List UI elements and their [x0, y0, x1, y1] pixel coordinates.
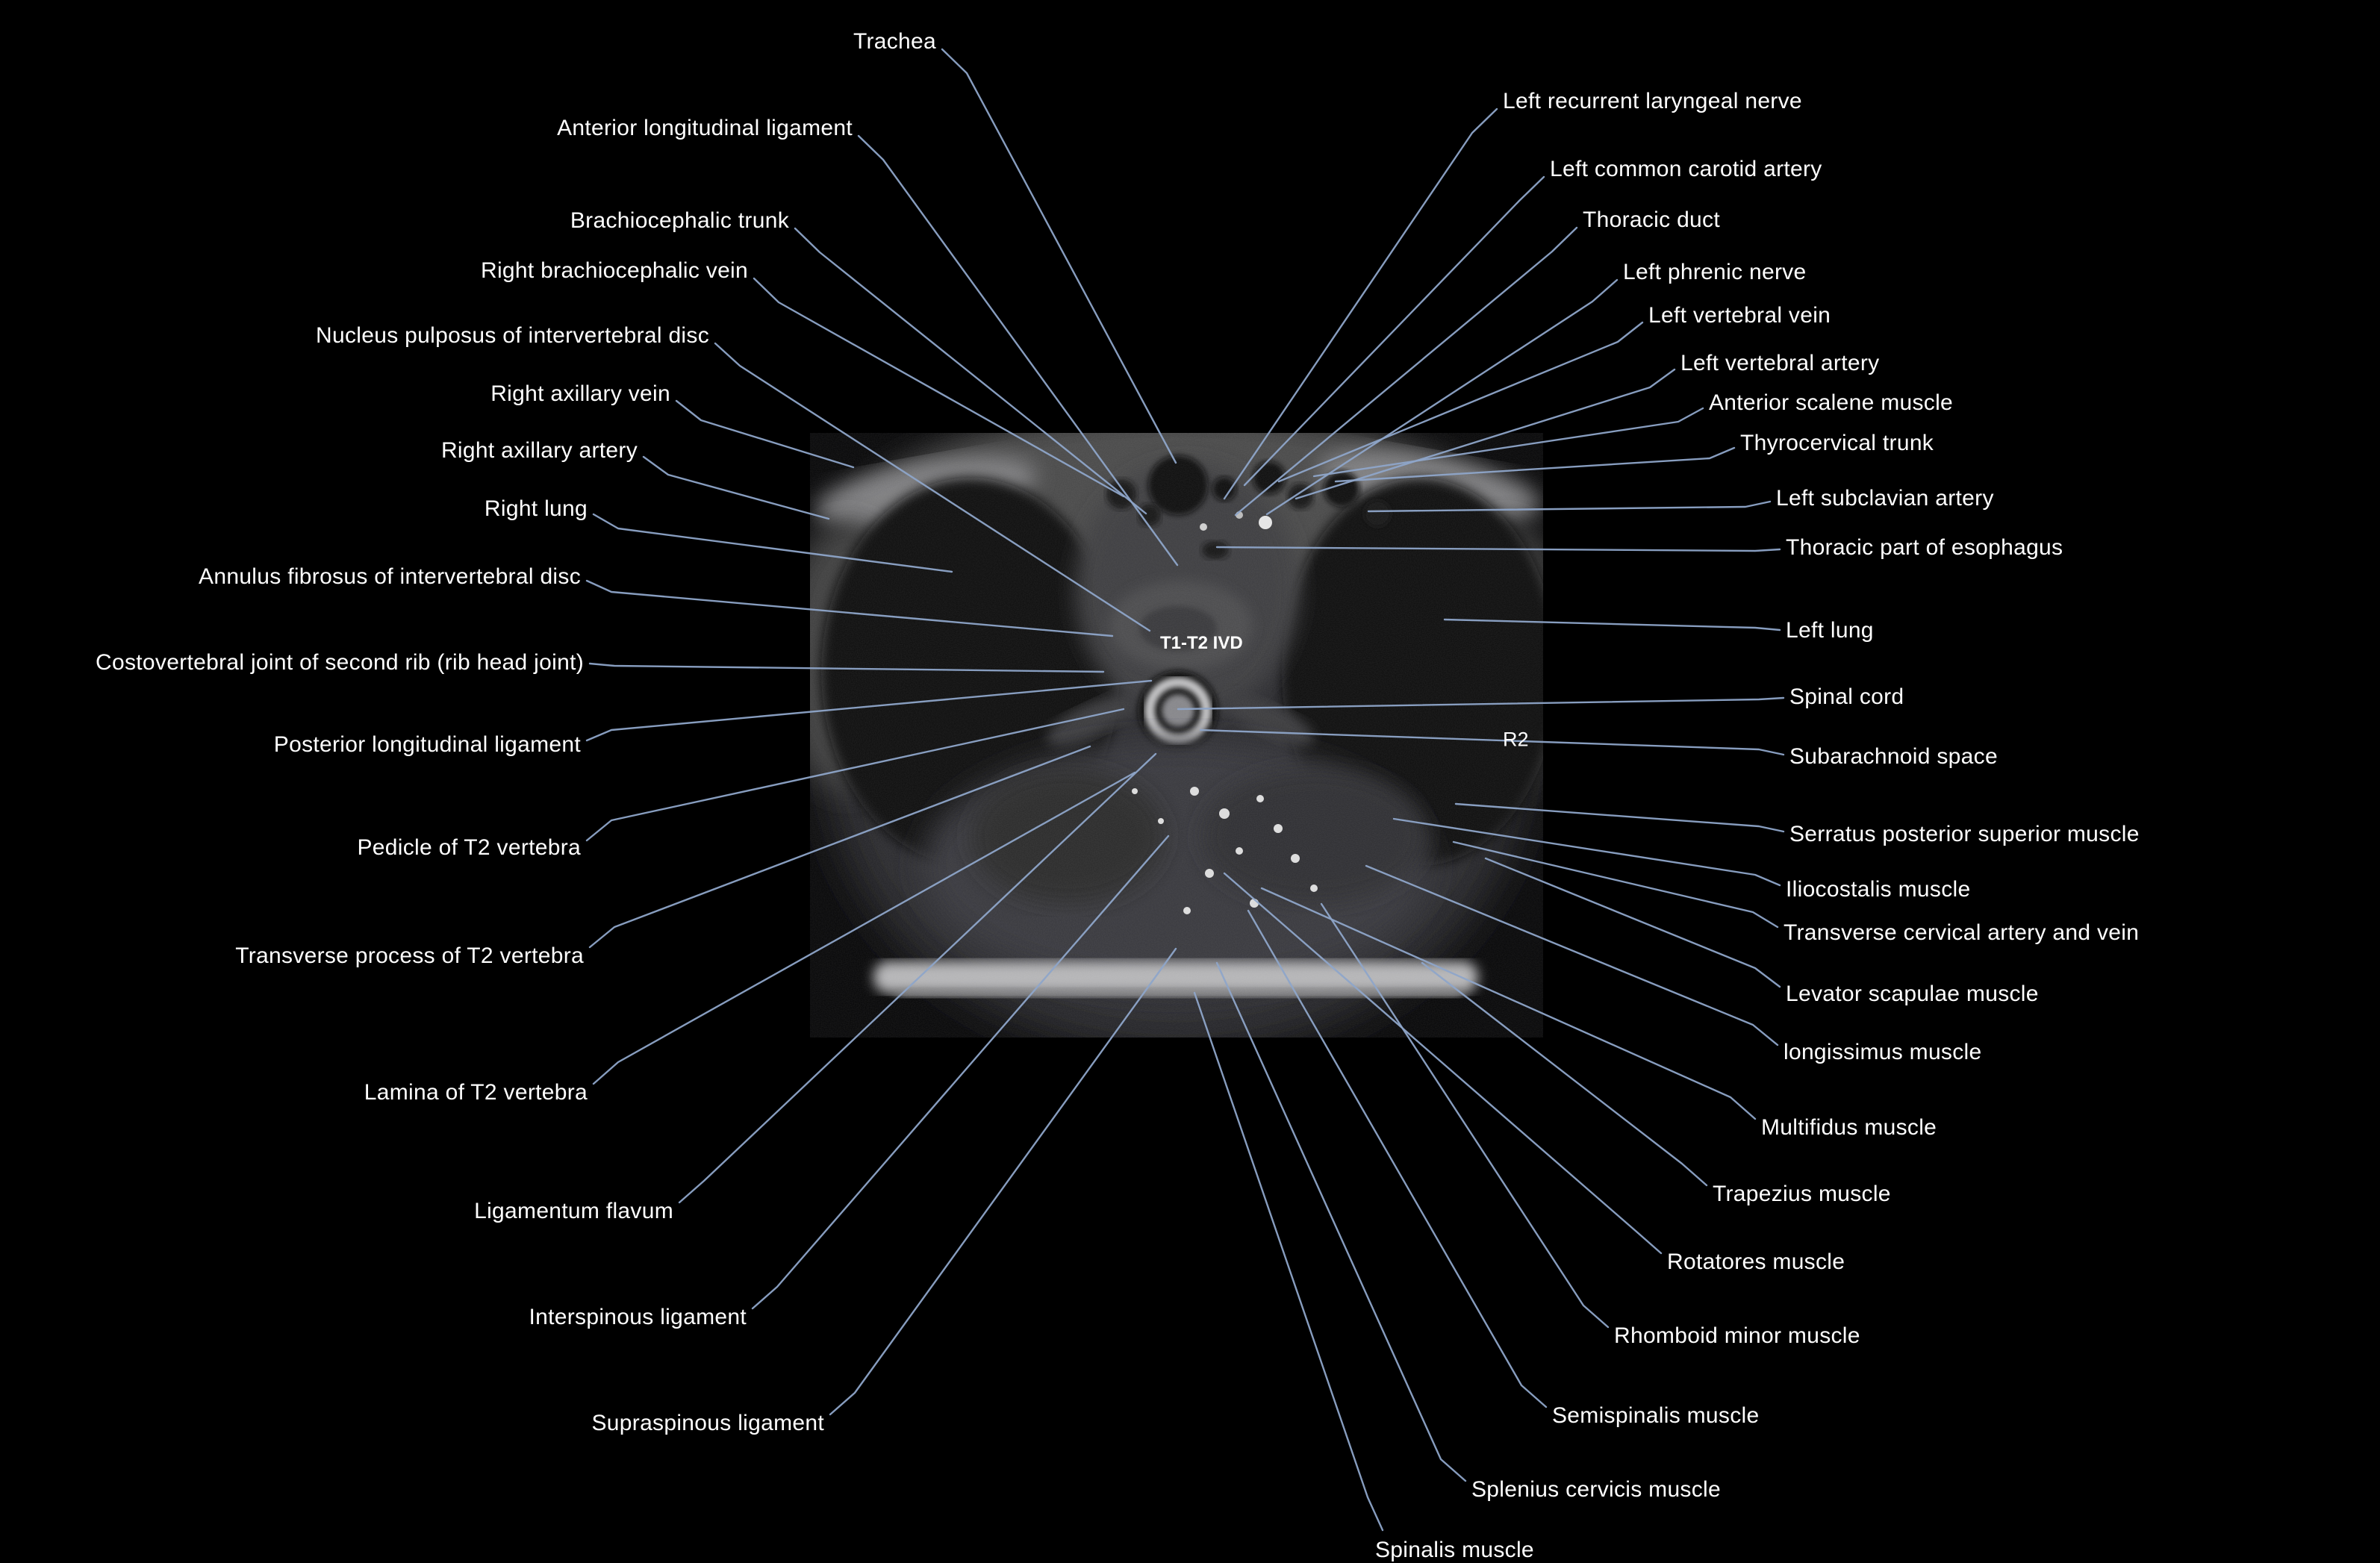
leader-lines-layer: [585, 48, 1785, 1532]
leader-line-costovertebral-joint-of-second-rib-rib-head-joint: [588, 662, 1105, 673]
leader-line-subarachnoid-space: [1199, 729, 1785, 756]
leader-line-pedicle-of-t2-vertebra: [585, 708, 1125, 842]
leader-line-semispinalis-muscle: [1247, 909, 1548, 1408]
leader-line-rotatores-muscle: [1223, 872, 1663, 1255]
leader-line-anterior-scalene-muscle: [1312, 407, 1704, 478]
leader-line-levator-scapulae-muscle: [1484, 857, 1781, 988]
leader-line-left-subclavian-artery: [1367, 500, 1772, 513]
leader-line-left-common-carotid-artery: [1243, 175, 1545, 487]
leader-line-thyrocervical-trunk: [1334, 446, 1736, 483]
leader-line-serratus-posterior-superior-muscle: [1454, 802, 1785, 833]
leader-line-longissimus-muscle: [1365, 864, 1779, 1046]
leader-line-interspinous-ligament: [751, 834, 1170, 1310]
leader-line-annulus-fibrosus-of-intervertebral-disc: [585, 579, 1114, 637]
leader-line-brachiocephalic-trunk: [794, 227, 1147, 515]
leader-line-thoracic-duct: [1234, 226, 1578, 517]
leader-line-supraspinous-ligament: [829, 947, 1177, 1416]
noise-overlay: [810, 433, 1543, 1038]
leader-line-left-phrenic-nerve: [1265, 278, 1619, 516]
leader-line-right-lung: [592, 513, 953, 573]
leader-line-spinalis-muscle: [1193, 991, 1384, 1532]
leader-line-transverse-process-of-t2-vertebra: [588, 745, 1091, 949]
leader-line-rhomboid-minor-muscle: [1320, 902, 1610, 1329]
leader-line-transverse-cervical-artery-and-vein: [1452, 840, 1779, 929]
mri-image: [810, 433, 1543, 1038]
leader-line-ligamentum-flavum: [678, 752, 1157, 1204]
leader-line-right-axillary-vein: [675, 399, 855, 469]
leader-line-nucleus-pulposus-of-intervertebral-disc: [714, 342, 1151, 632]
leader-line-trapezius-muscle: [1421, 961, 1708, 1187]
leader-line-lamina-of-t2-vertebra: [592, 771, 1136, 1085]
leader-line-posterior-longitudinal-ligament: [585, 679, 1153, 742]
leader-line-right-axillary-artery: [642, 455, 830, 520]
leader-line-iliocostalis-muscle: [1392, 817, 1781, 887]
leader-line-splenius-cervicis-muscle: [1215, 961, 1467, 1482]
leader-line-anterior-longitudinal-ligament: [857, 134, 1179, 567]
leader-line-trachea: [941, 48, 1177, 464]
leader-line-left-vertebral-vein: [1277, 321, 1644, 483]
leader-line-left-lung: [1443, 618, 1781, 631]
leader-line-right-brachiocephalic-vein: [753, 277, 1125, 498]
leader-line-thoracic-part-of-esophagus: [1215, 546, 1781, 552]
leader-line-left-recurrent-laryngeal-nerve: [1223, 107, 1498, 500]
leader-line-multifidus-muscle: [1260, 887, 1757, 1120]
leader-line-spinal-cord: [1177, 696, 1785, 711]
